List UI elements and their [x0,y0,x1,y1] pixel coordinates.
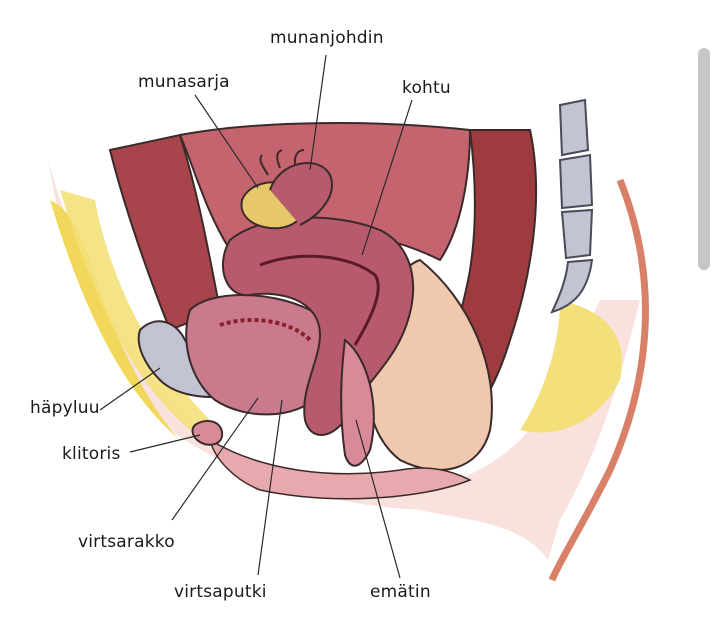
fimbriae [259,149,305,176]
fat-layer-left [50,200,180,440]
label-virtsaputki: virtsaputki [174,582,267,602]
leader-virtsaputki [257,399,283,576]
label-hapyluu: häpyluu [30,398,100,418]
bladder-lining [219,318,312,342]
label-klitoris: klitoris [62,444,121,464]
clitoris [191,419,224,446]
leader-hapyluu [99,367,161,411]
leader-klitoris [129,434,201,453]
label-kohtu: kohtu [402,78,451,98]
fat-layer-right [520,300,622,433]
perineum [208,438,472,500]
scrollbar-thumb[interactable] [698,48,710,270]
fallopian-tube [269,162,333,226]
sacrum-bones [550,98,594,314]
fat-layer-left-2 [60,190,210,430]
leader-ematin [355,419,401,579]
label-munanjohdin: munanjohdin [270,28,384,48]
label-ematin: emätin [370,582,431,602]
leader-lines [99,54,413,579]
label-munasarja: munasarja [138,72,230,92]
leader-virtsarakko [171,397,259,521]
leader-munanjohdin [309,54,327,171]
leader-munasarja [194,94,259,189]
uterus-cavity [259,254,380,346]
label-virtsarakko: virtsarakko [78,532,175,552]
back-skin [548,178,649,582]
scrollbar-track[interactable] [698,48,710,270]
leader-kohtu [361,99,413,256]
vagina [340,338,375,467]
